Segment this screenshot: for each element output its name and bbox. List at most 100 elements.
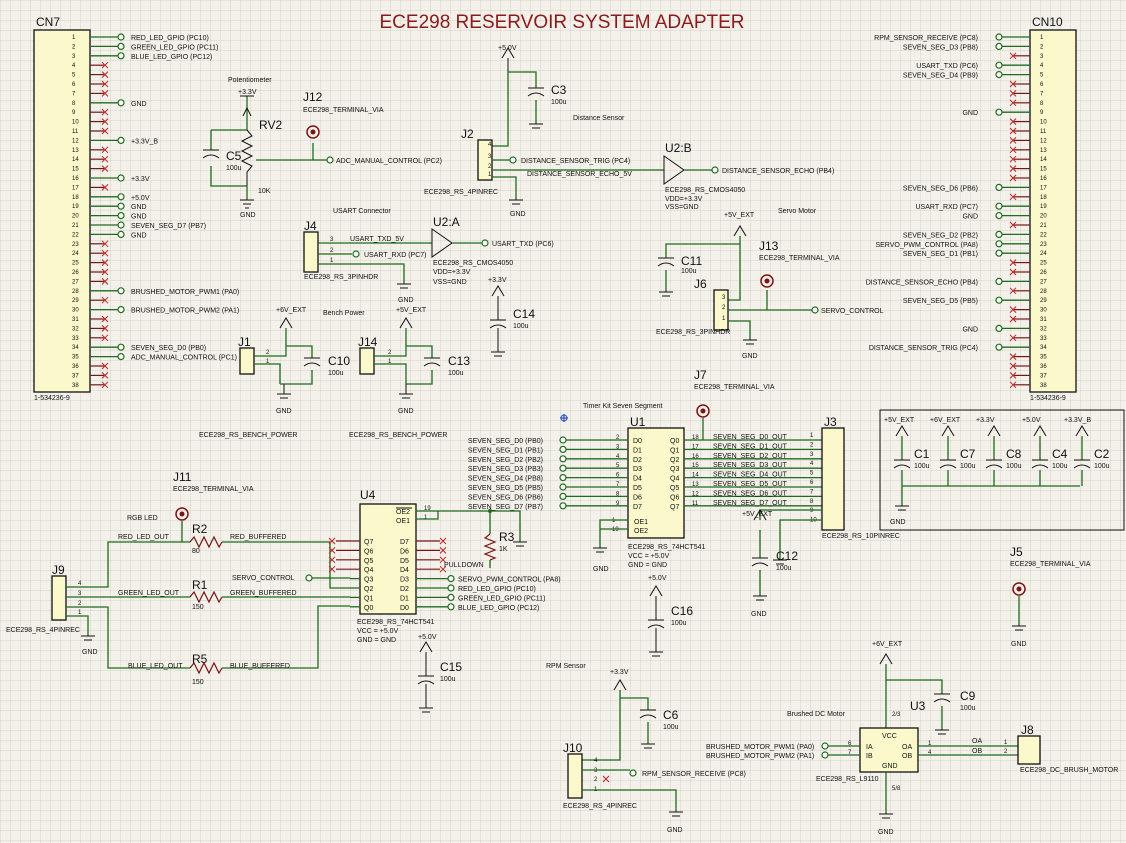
cn10-pin-number: 33 [1040, 336, 1047, 342]
svg-text:1: 1 [722, 316, 726, 322]
u3-ia: IA [866, 744, 873, 751]
cn10-no-connect [1009, 259, 1017, 266]
c14-ref: C14 [513, 307, 535, 321]
cn10-pin-number: 17 [1040, 185, 1047, 191]
j1-ref: J1 [238, 335, 251, 349]
cn7-no-connect [101, 268, 109, 276]
svg-text:1: 1 [78, 610, 82, 616]
u2b-vss: VSS=GND [665, 204, 699, 211]
cn7-pin-number: 16 [72, 176, 79, 182]
blue-out-label: BLUE_LED_OUT [128, 663, 183, 670]
c16-rail: +5.0V [648, 575, 667, 582]
cn7-pin-number: 20 [72, 214, 79, 220]
rpm-sensor-block: RPM Sensor +3.3V C6 100u J10 ECE298_RS_4… [546, 663, 746, 834]
cn7-no-connect [101, 240, 109, 248]
u1-in-pin: 5 [616, 463, 620, 469]
u1-input-terminal [559, 474, 567, 482]
cn10-pin-number: 13 [1040, 148, 1047, 154]
cn10-net-label: DISTANCE_SENSOR_TRIG (PC4) [869, 345, 978, 352]
u4-output-label: RED_LED_GPIO (PC10) [458, 586, 536, 593]
bench-power-block: Bench Power J1 21 +6V_EXT C10 100u GND J… [199, 307, 470, 439]
pot-caption: Potentiometer [228, 77, 272, 84]
decap-rail: +5.0V [1022, 417, 1041, 424]
cn7-no-connect [101, 118, 109, 125]
u1-output-label: SEVEN_SEG_D0_OUT [713, 434, 788, 441]
cn10-net-terminal [995, 230, 1003, 238]
cn10-net-label: SEVEN_SEG_D4 (PB9) [903, 73, 978, 80]
u1-in-pin: 9 [616, 501, 620, 507]
cn7-no-connect [101, 71, 109, 78]
sevenseg-caption: Timer Kit Seven Segment [583, 403, 663, 410]
j5-ref: J5 [1010, 545, 1023, 559]
cn7-pin-number: 24 [72, 251, 79, 257]
decap-rail-arrow [1033, 425, 1047, 437]
u1-out-pin: 16 [692, 454, 699, 460]
motor-gnd: GND [878, 829, 894, 836]
j14-ref: J14 [358, 335, 378, 349]
j6-ref: J6 [694, 277, 707, 291]
cn7-pin-number: 18 [72, 195, 79, 201]
u1-input-label: SEVEN_SEG_D4 (PB8) [468, 476, 543, 483]
cn10-pin-number: 16 [1040, 176, 1047, 182]
u1-in-pin: 4 [616, 454, 620, 460]
sheet-title: ECE298 RESERVOIR SYSTEM ADAPTER [380, 12, 745, 33]
svg-text:2/3: 2/3 [892, 712, 901, 718]
decoupling-caps: +5V_EXTC1100u+6V_EXTC7100u+3.3VC8100u+5.… [884, 417, 1110, 486]
decoupling-gnd: GND [890, 519, 906, 526]
decap-value: 100u [914, 463, 930, 470]
cn7-pin-number: 1 [72, 35, 76, 41]
svg-text:2: 2 [722, 305, 726, 311]
decap-rail: +6V_EXT [930, 417, 961, 424]
c6-ref: C6 [663, 708, 679, 722]
usart-txd-label: USART_TXD (PC6) [492, 241, 554, 248]
u1-out-pin: 14 [692, 473, 699, 479]
j14-rail: +5V_EXT [396, 307, 427, 314]
u4-q-pin: Q1 [364, 595, 373, 602]
cn10-pin-number: 5 [1040, 73, 1044, 79]
usart-block: USART Connector J4 ECE298_RS_3PINHDR 321… [303, 208, 554, 304]
cn10-net-terminal [995, 249, 1003, 257]
green-out-label: GREEN_LED_OUT [118, 590, 180, 597]
cn10-pin-number: 20 [1040, 214, 1047, 220]
j9-gnd: GND [82, 649, 98, 656]
dist-caption: Distance Sensor [573, 115, 625, 122]
u4-d-pin: D6 [400, 548, 409, 555]
pot-gnd: GND [240, 212, 256, 219]
cn7-no-connect [101, 278, 109, 285]
cn10-pin-number: 37 [1040, 373, 1047, 379]
u2b-part: ECE298_RS_CMOS4050 [665, 187, 745, 194]
cn7-pin-number: 25 [72, 261, 79, 267]
j3-ref: J3 [824, 415, 837, 429]
j10-ref: J10 [563, 741, 583, 755]
cn10-net-terminal [995, 324, 1003, 332]
cn7-pin-number: 32 [72, 326, 79, 332]
c10-value: 100u [328, 370, 344, 377]
u4-oe1: OE1 [396, 518, 410, 525]
cn7-pin-number: 13 [72, 148, 79, 154]
dist-gnd: GND [510, 211, 526, 218]
j6-part: ECE298_RS_3PINHDR [656, 329, 730, 336]
svg-text:3: 3 [488, 154, 492, 160]
cn7-net-label: ADC_MANUAL_CONTROL (PC1) [131, 355, 237, 362]
j1-gnd: GND [276, 408, 292, 415]
u4-d-pin: D5 [400, 558, 409, 565]
cn10-no-connect [1009, 372, 1017, 379]
u1-gnd-label: GND [593, 566, 609, 573]
c16-value: 100u [671, 620, 687, 627]
c14-rail: +3.3V [488, 277, 507, 284]
u3-vcc: VCC [882, 733, 897, 740]
cn10-no-connect [1009, 268, 1017, 276]
cn10-pin-number: 32 [1040, 326, 1047, 332]
cn10-net-label: SEVEN_SEG_D5 (PB5) [903, 298, 978, 305]
u1-out-name: Q0 [670, 438, 679, 445]
u4-vcc: VCC = +5.0V [357, 628, 399, 635]
cn10-net-terminal [995, 183, 1003, 191]
cn10-pin-number: 19 [1040, 204, 1047, 210]
u4-output-terminal [447, 603, 455, 611]
c6-value: 100u [663, 724, 679, 731]
c13-value: 100u [448, 370, 464, 377]
cn7-pin-number: 14 [72, 157, 79, 163]
